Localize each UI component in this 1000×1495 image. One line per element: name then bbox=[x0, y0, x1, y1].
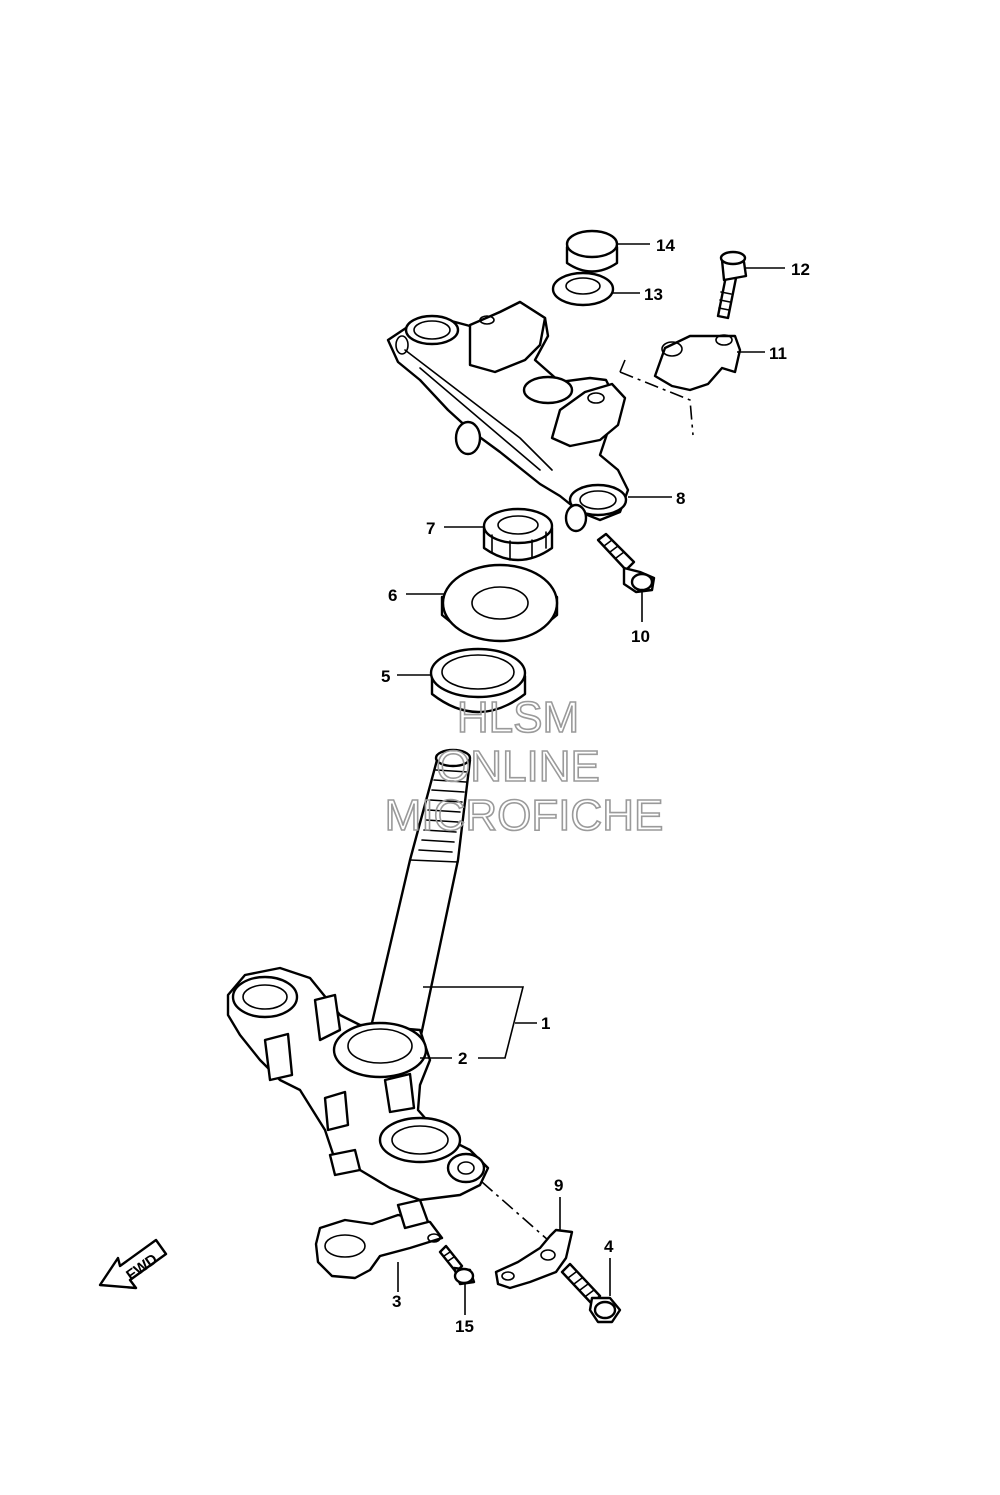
washer-part-13 bbox=[551, 271, 615, 307]
leader-lines bbox=[397, 243, 785, 1315]
bolt-part-15 bbox=[438, 1244, 476, 1286]
guide-line-11-bracket bbox=[619, 359, 626, 373]
bracket-part-9 bbox=[494, 1228, 574, 1290]
watermark: HLSM ONLINE MICROFICHE bbox=[384, 692, 664, 841]
callout-5: 5 bbox=[381, 667, 390, 686]
steering-stem-part-1 bbox=[226, 748, 490, 1202]
watermark-line-1: HLSM bbox=[457, 693, 579, 742]
callout-15: 15 bbox=[455, 1317, 474, 1336]
callout-7: 7 bbox=[426, 519, 435, 538]
steering-nut-part-7 bbox=[482, 507, 554, 562]
callout-11: 11 bbox=[769, 344, 787, 363]
callout-10: 10 bbox=[631, 627, 650, 646]
callout-2: 2 bbox=[458, 1049, 467, 1068]
callout-9: 9 bbox=[554, 1176, 563, 1195]
callout-13: 13 bbox=[644, 285, 663, 304]
handlebar-holder-part-11 bbox=[653, 334, 742, 392]
callout-6: 6 bbox=[388, 586, 397, 605]
clamp-part-3 bbox=[314, 1198, 444, 1280]
callout-14: 14 bbox=[656, 236, 675, 255]
callout-3: 3 bbox=[392, 1292, 401, 1311]
guide-line-8-11 bbox=[619, 371, 694, 436]
guide-line-stem-9 bbox=[481, 1181, 549, 1241]
forward-direction-arrow: FWD bbox=[98, 1238, 168, 1290]
callout-4: 4 bbox=[604, 1237, 614, 1256]
watermark-line-3: MICROFICHE bbox=[385, 791, 664, 840]
cap-part-14 bbox=[565, 229, 619, 273]
callout-8: 8 bbox=[676, 489, 685, 508]
dust-seal-part-6 bbox=[440, 563, 559, 643]
callout-1: 1 bbox=[541, 1014, 550, 1033]
watermark-line-2: ONLINE bbox=[436, 742, 600, 791]
callout-12: 12 bbox=[791, 260, 810, 279]
bearing-part-5 bbox=[429, 647, 527, 714]
bolt-part-10 bbox=[596, 532, 656, 594]
bolt-part-12 bbox=[716, 250, 748, 320]
upper-bracket-part-8 bbox=[386, 300, 630, 533]
bolt-part-4 bbox=[560, 1262, 622, 1324]
